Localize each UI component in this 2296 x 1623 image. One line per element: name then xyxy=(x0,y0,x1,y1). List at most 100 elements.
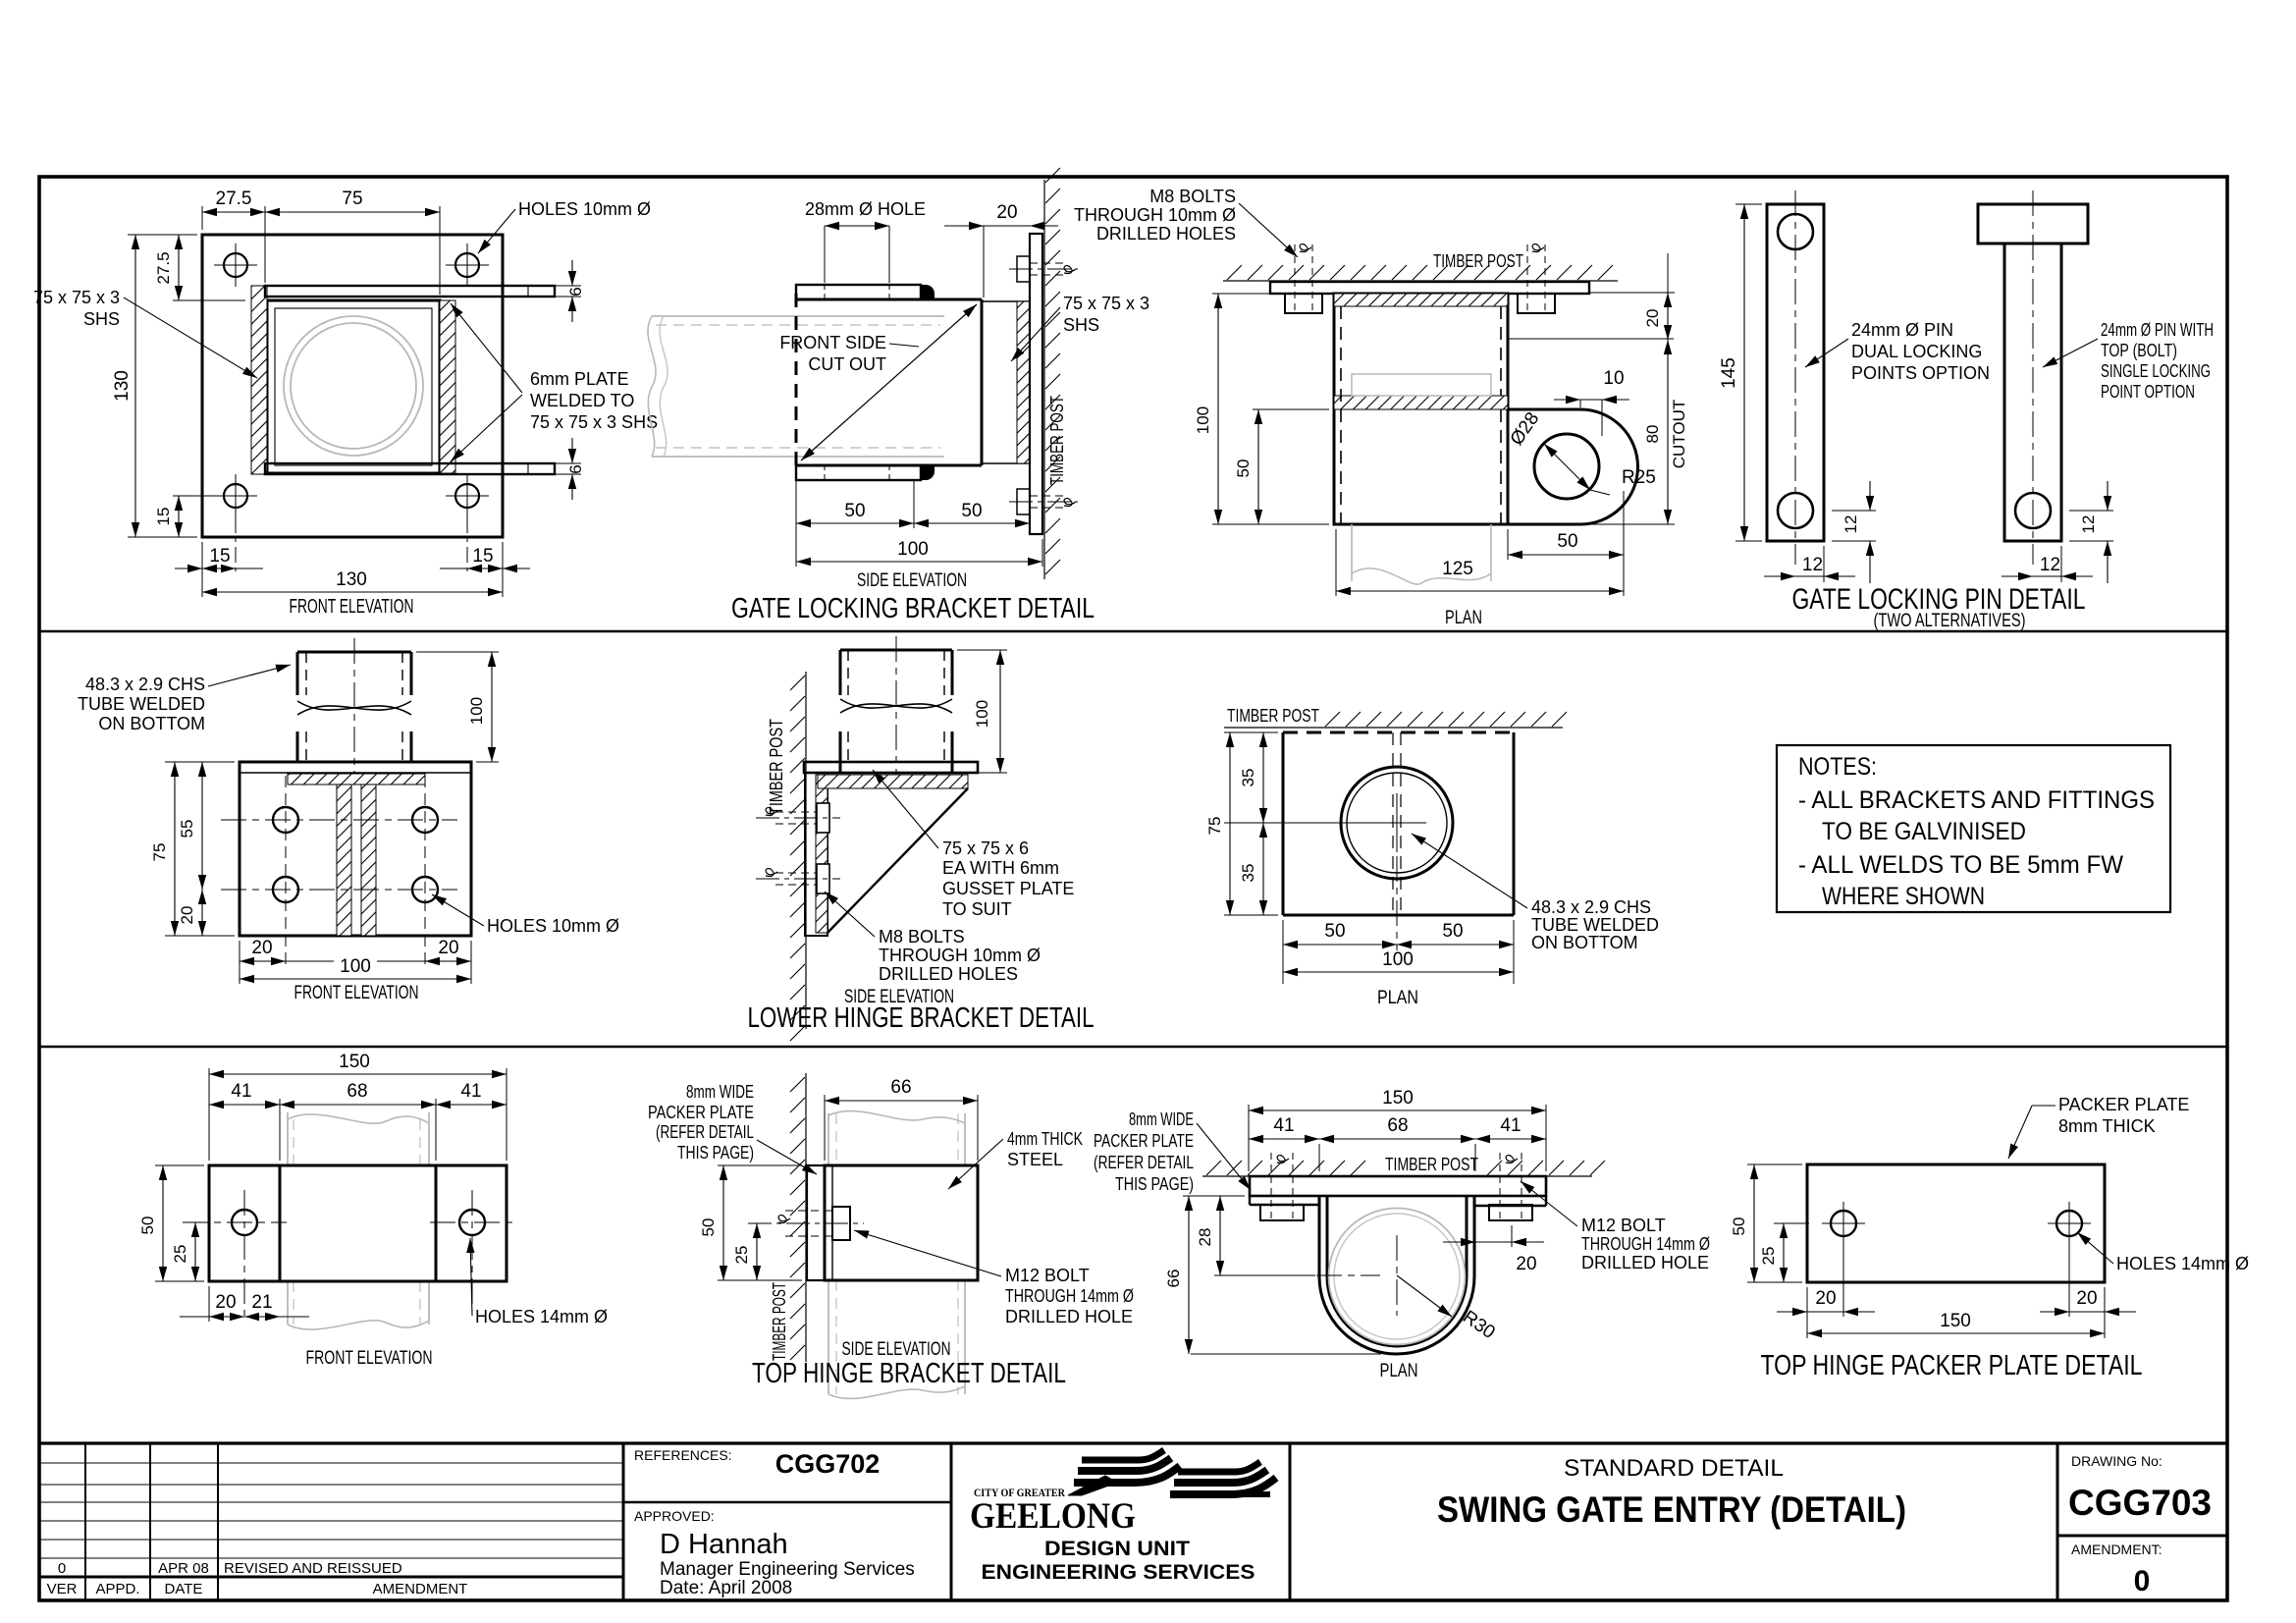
svg-text:TOP HINGE PACKER PLATE DETAIL: TOP HINGE PACKER PLATE DETAIL xyxy=(1761,1350,2143,1381)
svg-text:SIDE ELEVATION: SIDE ELEVATION xyxy=(857,570,967,591)
svg-text:PACKER PLATE: PACKER PLATE xyxy=(1094,1131,1194,1151)
svg-text:20: 20 xyxy=(1815,1288,1836,1309)
svg-text:PACKER PLATE: PACKER PLATE xyxy=(648,1103,754,1122)
svg-text:20: 20 xyxy=(1643,309,1662,328)
svg-text:DRILLED HOLES: DRILLED HOLES xyxy=(1096,224,1236,243)
svg-text:APPROVED:: APPROVED: xyxy=(634,1508,715,1524)
svg-text:12: 12 xyxy=(1802,555,1823,575)
svg-text:66: 66 xyxy=(890,1077,911,1098)
svg-text:FRONT ELEVATION: FRONT ELEVATION xyxy=(294,983,419,1003)
svg-text:25: 25 xyxy=(171,1245,189,1264)
svg-text:TO SUIT: TO SUIT xyxy=(942,899,1012,919)
svg-text:D Hannah: D Hannah xyxy=(660,1529,788,1560)
svg-text:CGG702: CGG702 xyxy=(775,1449,881,1479)
svg-text:25: 25 xyxy=(732,1246,751,1265)
svg-text:75: 75 xyxy=(1205,817,1224,836)
svg-text:20: 20 xyxy=(438,938,458,958)
svg-text:THROUGH 14mm Ø: THROUGH 14mm Ø xyxy=(1581,1234,1710,1254)
svg-text:6: 6 xyxy=(566,287,585,296)
svg-text:24mm Ø PIN: 24mm Ø PIN xyxy=(1851,320,1953,340)
svg-text:HOLES 14mm Ø: HOLES 14mm Ø xyxy=(2116,1254,2249,1273)
svg-text:27.5: 27.5 xyxy=(216,189,252,209)
svg-text:DATE: DATE xyxy=(165,1581,203,1597)
svg-text:THROUGH 10mm Ø: THROUGH 10mm Ø xyxy=(879,946,1041,965)
svg-text:GEELONG: GEELONG xyxy=(970,1496,1136,1537)
svg-text:CUT OUT: CUT OUT xyxy=(808,354,886,374)
svg-text:ON BOTTOM: ON BOTTOM xyxy=(1531,933,1638,952)
svg-text:WELDED TO: WELDED TO xyxy=(530,391,634,410)
svg-text:41: 41 xyxy=(1500,1115,1521,1136)
svg-text:TIMBER POST: TIMBER POST xyxy=(770,1282,789,1361)
svg-text:21: 21 xyxy=(251,1292,272,1313)
svg-text:CUTOUT: CUTOUT xyxy=(1670,400,1688,469)
svg-text:Manager Engineering Services: Manager Engineering Services xyxy=(660,1559,915,1580)
svg-text:100: 100 xyxy=(897,539,929,560)
svg-text:M12 BOLT: M12 BOLT xyxy=(1005,1266,1090,1285)
svg-text:50: 50 xyxy=(844,501,865,521)
svg-text:75: 75 xyxy=(150,843,169,862)
svg-text:0: 0 xyxy=(2134,1565,2151,1597)
svg-text:35: 35 xyxy=(1239,769,1257,787)
svg-text:VER: VER xyxy=(47,1581,78,1597)
svg-text:POINTS OPTION: POINTS OPTION xyxy=(1851,363,1990,383)
svg-text:8mm THICK: 8mm THICK xyxy=(2058,1116,2156,1136)
svg-text:50: 50 xyxy=(1730,1217,1748,1236)
svg-text:125: 125 xyxy=(1442,559,1473,579)
svg-text:50: 50 xyxy=(961,501,982,521)
svg-text:28: 28 xyxy=(1196,1228,1214,1247)
svg-text:SIDE ELEVATION: SIDE ELEVATION xyxy=(842,1339,951,1360)
svg-text:145: 145 xyxy=(1719,357,1739,389)
svg-text:48.3 x 2.9 CHS: 48.3 x 2.9 CHS xyxy=(1531,897,1651,917)
svg-text:24mm Ø PIN WITH: 24mm Ø PIN WITH xyxy=(2101,320,2214,340)
svg-text:50: 50 xyxy=(1324,921,1345,942)
svg-text:50: 50 xyxy=(138,1217,157,1235)
svg-text:(TWO ALTERNATIVES): (TWO ALTERNATIVES) xyxy=(1874,611,2026,631)
svg-text:REFERENCES:: REFERENCES: xyxy=(634,1447,732,1463)
svg-text:TOP (BOLT): TOP (BOLT) xyxy=(2101,341,2177,360)
svg-text:8mm WIDE: 8mm WIDE xyxy=(686,1082,754,1102)
svg-text:PACKER PLATE: PACKER PLATE xyxy=(2058,1095,2189,1114)
svg-text:150: 150 xyxy=(1382,1088,1414,1109)
svg-text:(REFER DETAIL: (REFER DETAIL xyxy=(656,1122,754,1142)
svg-text:M12 BOLT: M12 BOLT xyxy=(1581,1216,1666,1235)
svg-text:EA WITH 6mm: EA WITH 6mm xyxy=(942,858,1059,878)
svg-text:66: 66 xyxy=(1164,1270,1183,1288)
svg-text:130: 130 xyxy=(112,370,133,402)
svg-text:68: 68 xyxy=(347,1081,367,1102)
svg-text:20: 20 xyxy=(996,202,1017,223)
svg-text:15: 15 xyxy=(472,546,493,567)
svg-text:27.5: 27.5 xyxy=(154,251,173,284)
svg-text:ON BOTTOM: ON BOTTOM xyxy=(98,714,205,733)
svg-text:20: 20 xyxy=(215,1292,236,1313)
svg-text:20: 20 xyxy=(178,906,196,925)
svg-text:APR 08: APR 08 xyxy=(158,1560,209,1577)
svg-text:PLAN: PLAN xyxy=(1445,608,1482,628)
svg-text:Date: April 2008: Date: April 2008 xyxy=(660,1578,792,1598)
svg-text:25: 25 xyxy=(1759,1247,1778,1266)
svg-text:28mm Ø HOLE: 28mm Ø HOLE xyxy=(805,199,926,219)
svg-text:12: 12 xyxy=(2040,555,2060,575)
svg-text:PLAN: PLAN xyxy=(1380,1361,1418,1381)
svg-text:WHERE SHOWN: WHERE SHOWN xyxy=(1822,883,1985,910)
svg-text:50: 50 xyxy=(699,1218,718,1237)
svg-text:STANDARD DETAIL: STANDARD DETAIL xyxy=(1564,1455,1784,1482)
svg-text:(REFER DETAIL: (REFER DETAIL xyxy=(1094,1153,1194,1172)
svg-text:NOTES:: NOTES: xyxy=(1798,753,1877,781)
svg-text:SHS: SHS xyxy=(83,309,120,329)
svg-text:20: 20 xyxy=(2076,1288,2097,1309)
svg-text:TIMBER POST: TIMBER POST xyxy=(1433,251,1523,271)
svg-text:PLAN: PLAN xyxy=(1377,988,1418,1008)
svg-text:THROUGH 10mm Ø: THROUGH 10mm Ø xyxy=(1074,205,1236,225)
svg-text:150: 150 xyxy=(1940,1311,1971,1331)
svg-text:75: 75 xyxy=(342,189,362,209)
svg-text:6: 6 xyxy=(566,464,585,473)
svg-text:GATE LOCKING BRACKET DETAIL: GATE LOCKING BRACKET DETAIL xyxy=(731,593,1095,624)
svg-text:80: 80 xyxy=(1643,425,1662,444)
svg-text:TIMBER POST: TIMBER POST xyxy=(767,719,786,815)
svg-text:HOLES 10mm Ø: HOLES 10mm Ø xyxy=(487,916,619,936)
svg-text:HOLES 14mm Ø: HOLES 14mm Ø xyxy=(475,1307,608,1326)
svg-text:100: 100 xyxy=(1382,949,1414,970)
svg-text:DRILLED HOLE: DRILLED HOLE xyxy=(1581,1253,1709,1272)
svg-text:48.3 x 2.9 CHS: 48.3 x 2.9 CHS xyxy=(85,675,205,694)
svg-text:STEEL: STEEL xyxy=(1007,1150,1063,1169)
